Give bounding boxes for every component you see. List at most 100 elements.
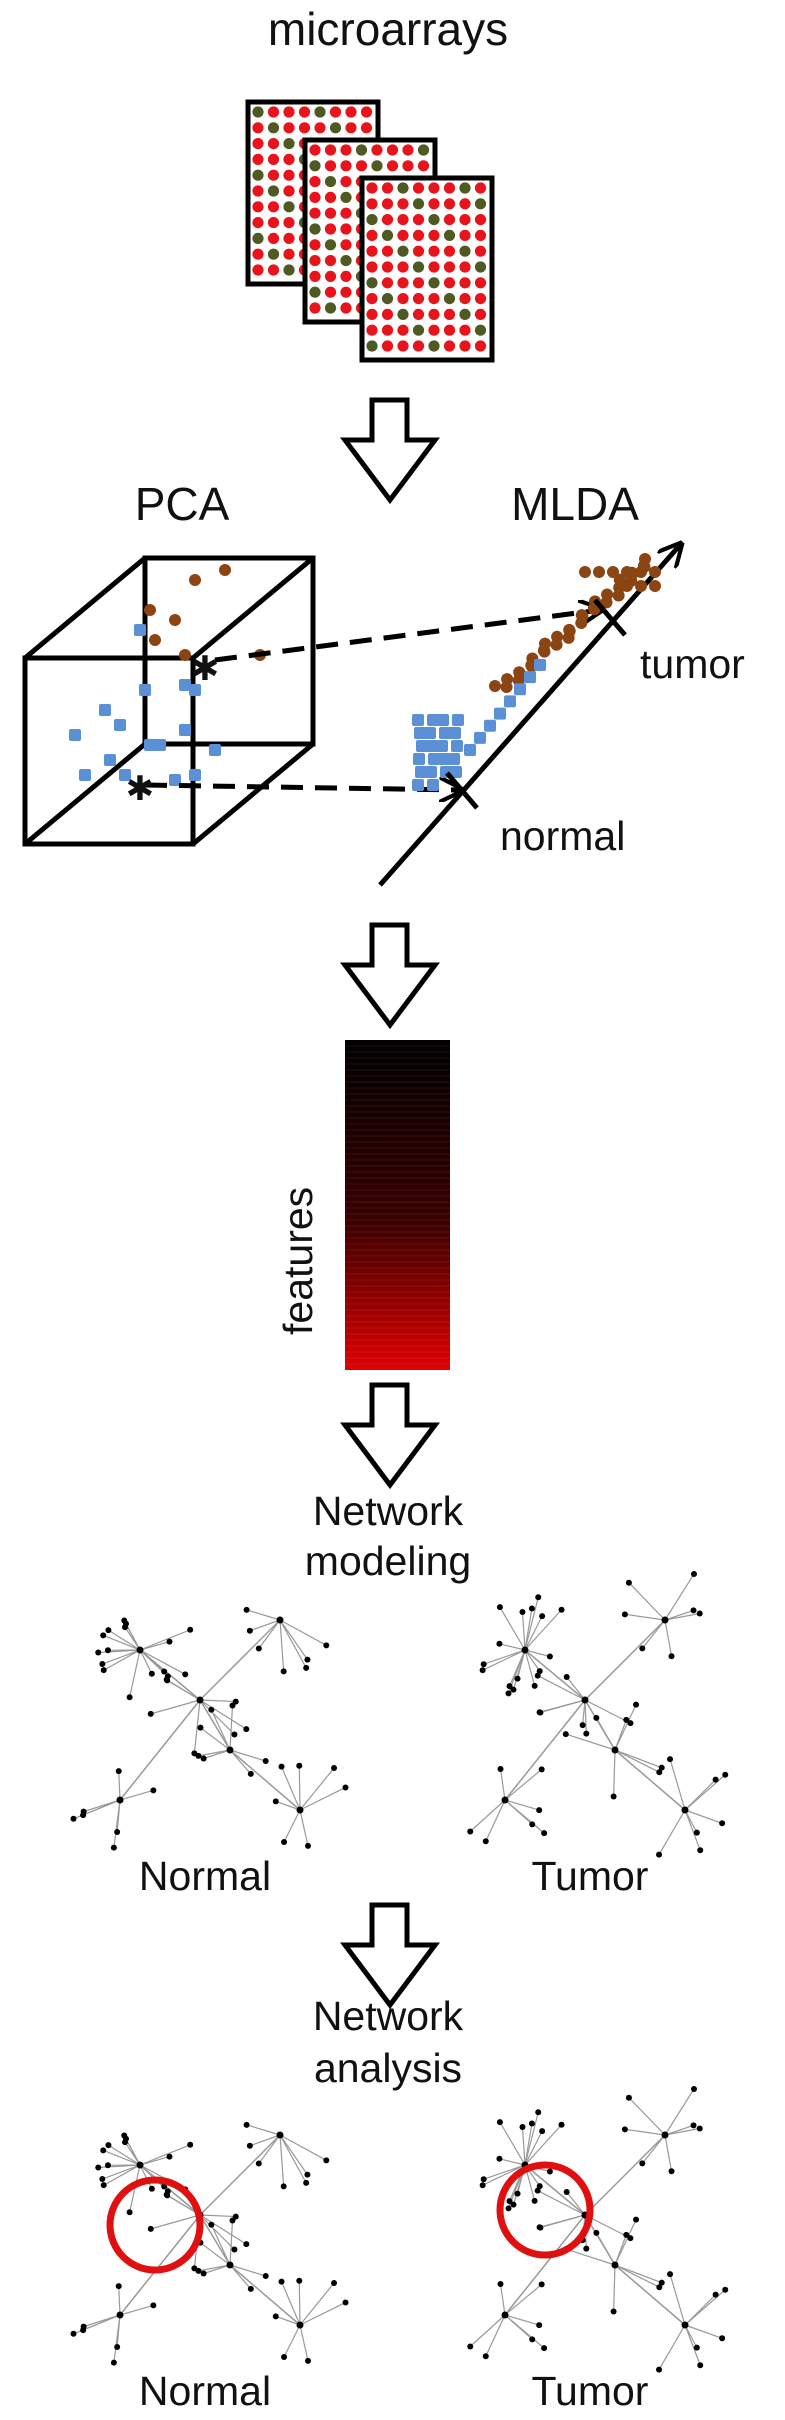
network-node xyxy=(593,2229,600,2236)
normal-point xyxy=(474,731,486,744)
network-node xyxy=(696,1610,703,1617)
network-node xyxy=(697,2362,704,2369)
tumor-point xyxy=(489,680,501,692)
network-node xyxy=(623,2231,630,2238)
network-node xyxy=(166,2153,173,2160)
network-node xyxy=(510,1686,517,1693)
network-node xyxy=(247,1770,254,1777)
normal-point xyxy=(415,766,427,778)
network-node xyxy=(722,1771,729,1778)
network-node xyxy=(496,2155,503,2162)
network-node xyxy=(243,2121,250,2128)
network-node xyxy=(505,1690,512,1697)
network-hub-node xyxy=(116,2311,124,2319)
network-node xyxy=(161,1668,168,1675)
normal-point xyxy=(139,684,151,696)
network-node xyxy=(303,1664,310,1671)
network-node xyxy=(243,2241,250,2248)
network-node xyxy=(208,2221,215,2228)
tumor-network xyxy=(467,1570,729,1858)
network-node xyxy=(342,2299,349,2306)
network-node xyxy=(539,1613,546,1620)
network-node xyxy=(150,1787,157,1794)
network-node xyxy=(323,2157,330,2164)
network-node xyxy=(531,1682,538,1689)
normal-network xyxy=(70,1606,349,1851)
tumor-point xyxy=(219,564,231,576)
normal-point xyxy=(438,753,450,765)
network-node xyxy=(126,2209,133,2216)
network-node xyxy=(99,2176,106,2183)
network-node xyxy=(529,2336,536,2343)
network-node xyxy=(505,2205,512,2212)
network-modeling-label-line1: Network xyxy=(313,1488,464,1534)
network-node xyxy=(639,1645,646,1652)
network-node xyxy=(514,1675,521,1682)
network-node xyxy=(519,1608,526,1615)
network-node xyxy=(110,2359,117,2366)
network-node xyxy=(482,2353,489,2360)
mlda-centroid-ticks xyxy=(445,598,627,810)
network-node xyxy=(243,1726,250,1733)
normal-point xyxy=(450,766,462,778)
network-hub-node xyxy=(296,1806,304,1814)
network-node xyxy=(166,1638,173,1645)
network-node xyxy=(658,2279,665,2286)
network-node xyxy=(506,1683,513,1690)
normal-point xyxy=(414,727,426,739)
network-node xyxy=(280,2183,287,2190)
network-node xyxy=(281,1838,288,1845)
network-node xyxy=(200,1755,207,1762)
network-hub-node xyxy=(116,1796,124,1804)
network-node xyxy=(255,1645,262,1652)
normal-point xyxy=(144,739,156,751)
network-nodes xyxy=(467,1570,729,1858)
normal-point xyxy=(426,740,438,752)
mlda-axis xyxy=(378,545,680,887)
network-node xyxy=(668,1653,675,1660)
network-nodes xyxy=(70,1606,349,1851)
flow-arrow-2 xyxy=(340,922,440,1030)
tumor-point xyxy=(513,667,526,680)
mlda-label: MLDA xyxy=(511,478,639,530)
network-hub-node xyxy=(681,1806,689,1814)
normal-point xyxy=(427,714,439,726)
network-node xyxy=(541,1830,548,1837)
projection-lines xyxy=(144,610,600,790)
title-microarrays: microarrays xyxy=(268,3,508,55)
network-node xyxy=(519,2123,526,2130)
network-node xyxy=(232,2213,239,2220)
network-node xyxy=(115,1768,122,1775)
network-node xyxy=(697,1847,704,1854)
tumor-module-highlight xyxy=(496,2161,594,2259)
network-node xyxy=(280,1668,287,1675)
normal-point xyxy=(425,766,437,778)
tumor-point xyxy=(551,630,564,643)
network-analysis-label-line2: analysis xyxy=(314,2045,462,2091)
network-node xyxy=(278,2278,285,2285)
network-node xyxy=(281,2353,288,2360)
normal-point xyxy=(189,769,201,781)
network-hub-node xyxy=(136,2161,144,2169)
network-node xyxy=(658,1764,665,1771)
network-node xyxy=(583,2245,590,2252)
network-node xyxy=(621,1611,628,1618)
normal-point xyxy=(209,744,221,756)
network-analysis-label-line1: Network xyxy=(313,1993,464,2039)
network-node xyxy=(191,2265,198,2272)
normal-point xyxy=(134,624,146,636)
network-hub-node xyxy=(661,2131,669,2139)
network-node xyxy=(656,2284,663,2291)
network-node xyxy=(243,1606,250,1613)
network-node xyxy=(558,2121,565,2128)
network-node xyxy=(187,2141,194,2148)
normal-point xyxy=(437,714,449,726)
network-node xyxy=(528,2120,535,2127)
network-hub-node xyxy=(296,2321,304,2329)
network-node xyxy=(70,1815,77,1822)
network-node xyxy=(719,2335,726,2342)
network-node xyxy=(535,1594,542,1601)
network-node xyxy=(100,2182,107,2189)
network-node xyxy=(610,1793,617,1800)
network-node xyxy=(693,1829,700,1836)
